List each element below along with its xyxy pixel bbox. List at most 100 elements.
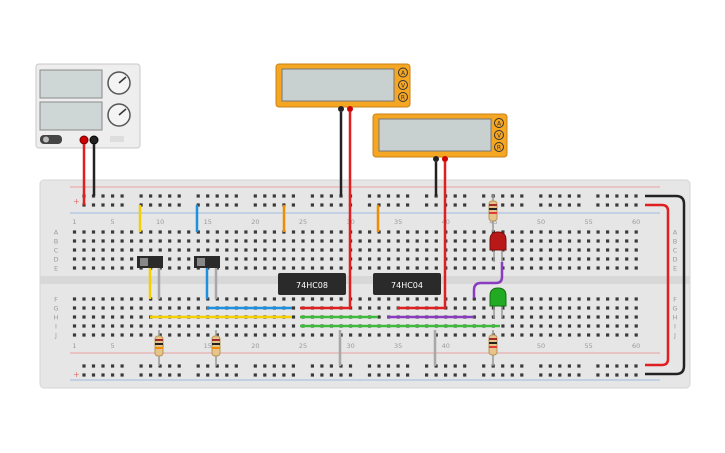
breadboard-hole[interactable] [320,239,324,243]
rail-hole[interactable] [520,203,524,207]
breadboard-hole[interactable] [130,297,134,301]
breadboard-hole[interactable] [282,239,286,243]
breadboard-hole[interactable] [101,266,105,270]
breadboard-hole[interactable] [463,257,467,261]
rail-hole[interactable] [215,364,219,368]
breadboard-hole[interactable] [482,297,486,301]
rail-hole[interactable] [406,373,410,377]
breadboard-hole[interactable] [310,266,315,270]
multimeter-2-mode-r[interactable] [494,142,504,152]
breadboard-hole[interactable] [301,333,305,337]
breadboard-hole[interactable] [482,239,486,243]
breadboard-hole[interactable] [187,230,191,234]
breadboard-hole[interactable] [358,306,362,310]
breadboard-hole[interactable] [91,315,96,319]
breadboard-hole[interactable] [225,266,229,270]
breadboard-hole[interactable] [139,306,143,310]
breadboard-hole[interactable] [606,315,610,319]
breadboard-hole[interactable] [168,230,172,234]
breadboard-hole[interactable] [377,315,381,319]
rail-hole[interactable] [539,364,543,368]
breadboard-hole[interactable] [539,248,543,252]
breadboard-hole[interactable] [291,315,296,319]
breadboard-hole[interactable] [130,306,134,310]
breadboard-hole[interactable] [187,257,191,261]
breadboard-hole[interactable] [548,306,553,310]
breadboard-hole[interactable] [539,324,543,328]
rail-hole[interactable] [101,364,105,368]
breadboard-hole[interactable] [177,297,181,301]
breadboard-hole[interactable] [234,333,238,337]
rail-hole[interactable] [272,203,276,207]
breadboard-hole[interactable] [587,257,591,261]
breadboard-hole[interactable] [387,306,391,310]
breadboard-hole[interactable] [482,248,486,252]
breadboard-hole[interactable] [91,306,96,310]
rail-hole[interactable] [234,194,238,198]
breadboard-hole[interactable] [130,333,134,337]
rail-hole[interactable] [386,203,391,207]
rail-hole[interactable] [339,203,343,207]
rail-hole[interactable] [539,203,543,207]
breadboard-hole[interactable] [406,248,410,252]
rail-hole[interactable] [520,364,524,368]
breadboard-hole[interactable] [453,297,457,301]
breadboard-hole[interactable] [434,333,438,337]
breadboard-hole[interactable] [111,257,115,261]
breadboard-hole[interactable] [415,257,419,261]
breadboard-hole[interactable] [539,230,543,234]
right-red-rail-jumper[interactable] [645,203,670,367]
breadboard-hole[interactable] [587,333,591,337]
breadboard-hole[interactable] [625,239,629,243]
breadboard-hole[interactable] [548,230,553,234]
breadboard-hole[interactable] [149,324,153,328]
breadboard-hole[interactable] [301,230,305,234]
breadboard-hole[interactable] [149,333,153,337]
breadboard-hole[interactable] [453,239,457,243]
rail-hole[interactable] [558,203,562,207]
breadboard-hole[interactable] [358,266,362,270]
breadboard-hole[interactable] [377,266,381,270]
breadboard-hole[interactable] [339,297,343,301]
breadboard-hole[interactable] [225,324,229,328]
breadboard-hole[interactable] [415,297,419,301]
breadboard-hole[interactable] [577,324,581,328]
breadboard-hole[interactable] [329,257,334,261]
resistor-switch-2[interactable] [211,330,221,366]
breadboard-hole[interactable] [149,248,153,252]
breadboard-hole[interactable] [377,306,381,310]
breadboard-hole[interactable] [158,333,162,337]
rail-hole[interactable] [558,364,562,368]
rail-hole[interactable] [225,203,229,207]
breadboard-hole[interactable] [244,324,248,328]
breadboard-hole[interactable] [587,230,591,234]
rail-hole[interactable] [149,373,153,377]
rail-hole[interactable] [263,373,267,377]
breadboard-hole[interactable] [558,239,562,243]
breadboard-hole[interactable] [510,333,514,337]
rail-hole[interactable] [177,373,181,377]
breadboard-hole[interactable] [72,248,77,252]
breadboard-hole[interactable] [168,248,172,252]
breadboard-hole[interactable] [120,333,124,337]
breadboard-hole[interactable] [82,248,86,252]
breadboard-hole[interactable] [139,239,143,243]
rail-hole[interactable] [605,194,609,198]
breadboard-hole[interactable] [91,266,96,270]
breadboard-hole[interactable] [168,266,172,270]
breadboard-hole[interactable] [520,333,524,337]
breadboard-hole[interactable] [329,297,334,301]
breadboard-hole[interactable] [501,315,505,319]
breadboard-hole[interactable] [396,257,400,261]
breadboard-hole[interactable] [567,333,572,337]
breadboard-hole[interactable] [82,315,86,319]
breadboard-hole[interactable] [234,248,238,252]
breadboard-hole[interactable] [253,248,257,252]
breadboard-hole[interactable] [548,248,553,252]
rail-hole[interactable] [386,364,391,368]
breadboard-hole[interactable] [520,257,524,261]
breadboard-hole[interactable] [396,239,400,243]
breadboard-hole[interactable] [72,230,77,234]
breadboard-hole[interactable] [634,266,638,270]
breadboard-hole[interactable] [187,297,191,301]
